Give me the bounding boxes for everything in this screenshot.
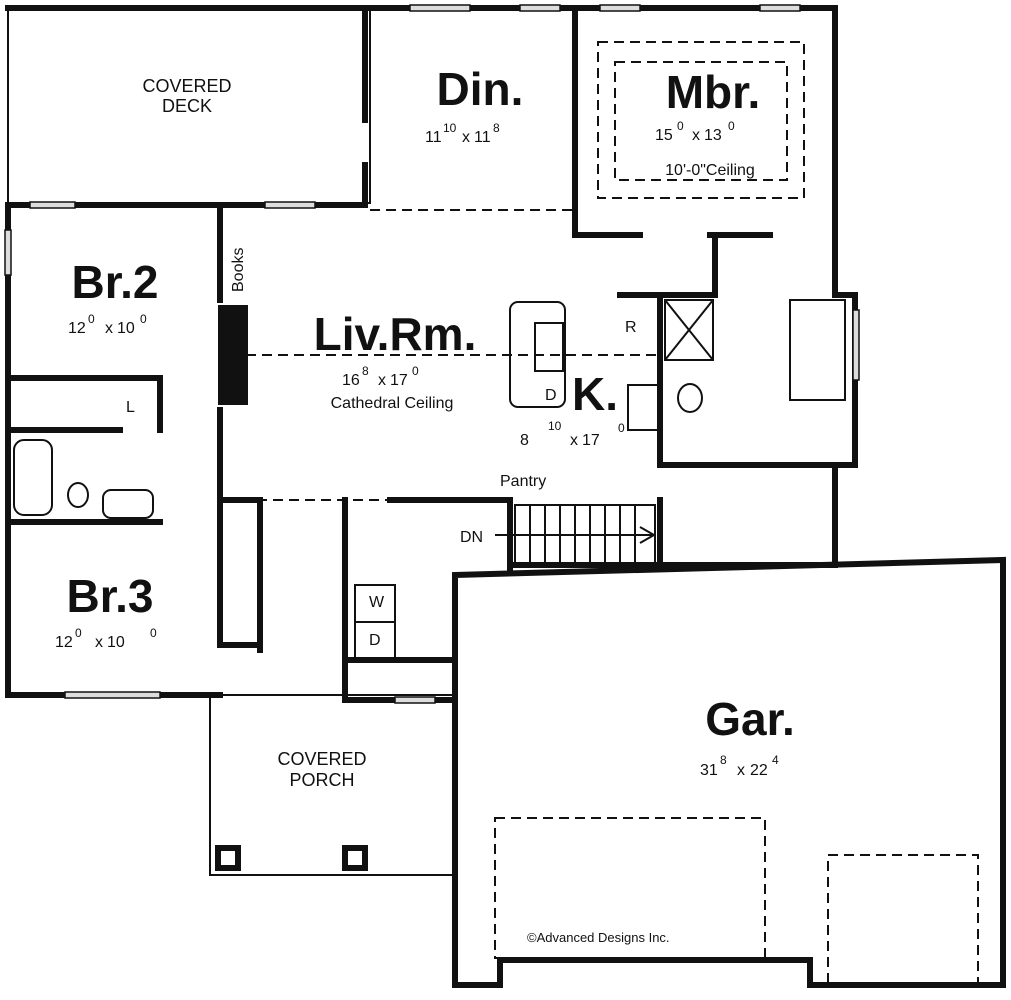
- kitchen-island: [509, 301, 566, 408]
- dining-label: Din.: [437, 63, 524, 115]
- books-label: Books: [230, 248, 247, 292]
- master-bedroom-label: Mbr.: [666, 66, 761, 118]
- svg-text:11: 11: [474, 129, 491, 146]
- svg-text:8: 8: [720, 753, 727, 767]
- fixture-labels: Books L R D Pantry DN W D ©Advanced Desi…: [126, 248, 670, 945]
- svg-text:12: 12: [55, 634, 73, 651]
- walls: [5, 5, 1006, 988]
- svg-text:0: 0: [88, 312, 95, 326]
- dining-dim: 11: [425, 129, 442, 146]
- stairs-down-label: DN: [460, 529, 483, 546]
- washer-label: W: [369, 594, 385, 611]
- kitchen-label: K.: [572, 368, 618, 420]
- svg-text:17: 17: [390, 372, 408, 389]
- svg-text:10: 10: [443, 121, 457, 135]
- dashed-lines: [225, 41, 979, 986]
- shower-icon: [664, 299, 714, 361]
- room-labels: COVERED DECK Din. 11 10 x 11 8 Mbr. 15 0…: [55, 63, 795, 790]
- svg-text:16: 16: [342, 372, 360, 389]
- bathtub-icon: [789, 299, 846, 401]
- svg-text:10: 10: [117, 320, 135, 337]
- copyright-text: ©Advanced Designs Inc.: [527, 930, 670, 945]
- living-room-label: Liv.Rm.: [314, 308, 477, 360]
- svg-text:10: 10: [548, 419, 562, 433]
- svg-text:x: x: [692, 127, 700, 144]
- covered-porch-outline: [209, 694, 456, 876]
- pantry-label: Pantry: [500, 473, 546, 490]
- toilet-icon: [67, 482, 89, 508]
- toilet-icon: [677, 383, 703, 413]
- dishwasher-label: D: [545, 387, 557, 404]
- linen-label: L: [126, 399, 135, 416]
- svg-text:0: 0: [150, 626, 157, 640]
- svg-text:12: 12: [68, 320, 86, 337]
- bedroom-3-label: Br.3: [67, 570, 154, 622]
- dryer-label: D: [369, 632, 381, 649]
- svg-text:x: x: [570, 432, 578, 449]
- garage-outline: [452, 556, 1006, 988]
- svg-text:0: 0: [140, 312, 147, 326]
- deck-label: COVERED: [142, 76, 231, 96]
- mbr-dim: 15: [655, 127, 673, 144]
- porch-label: PORCH: [289, 770, 354, 790]
- refrigerator-label: R: [625, 319, 637, 336]
- mbr-ceiling-note: 10'-0"Ceiling: [665, 162, 755, 179]
- svg-text:0: 0: [75, 626, 82, 640]
- deck-label: DECK: [162, 96, 212, 116]
- garage-label: Gar.: [705, 693, 795, 745]
- svg-text:8: 8: [520, 432, 529, 449]
- windows: [4, 4, 860, 704]
- svg-text:x: x: [462, 129, 470, 146]
- stove-icon: [627, 384, 659, 431]
- svg-text:0: 0: [618, 421, 625, 435]
- svg-text:x: x: [378, 372, 386, 389]
- stairs: [495, 504, 657, 564]
- bathtub-icon: [13, 439, 53, 516]
- svg-text:17: 17: [582, 432, 600, 449]
- svg-text:8: 8: [362, 364, 369, 378]
- fireplace-icon: [218, 305, 248, 405]
- svg-text:x: x: [737, 762, 745, 779]
- svg-text:0: 0: [728, 119, 735, 133]
- bath-sink-icon: [102, 489, 154, 519]
- svg-text:4: 4: [772, 753, 779, 767]
- living-ceiling-note: Cathedral Ceiling: [331, 395, 454, 412]
- sink-icon: [534, 322, 564, 372]
- bedroom-2-label: Br.2: [72, 256, 159, 308]
- svg-text:22: 22: [750, 762, 768, 779]
- fixtures: [13, 299, 846, 661]
- svg-text:31: 31: [700, 762, 718, 779]
- svg-text:8: 8: [493, 121, 500, 135]
- svg-text:0: 0: [412, 364, 419, 378]
- svg-text:13: 13: [704, 127, 722, 144]
- svg-text:0: 0: [677, 119, 684, 133]
- svg-text:x: x: [105, 320, 113, 337]
- svg-text:x: x: [95, 634, 103, 651]
- svg-text:10: 10: [107, 634, 125, 651]
- porch-label: COVERED: [277, 749, 366, 769]
